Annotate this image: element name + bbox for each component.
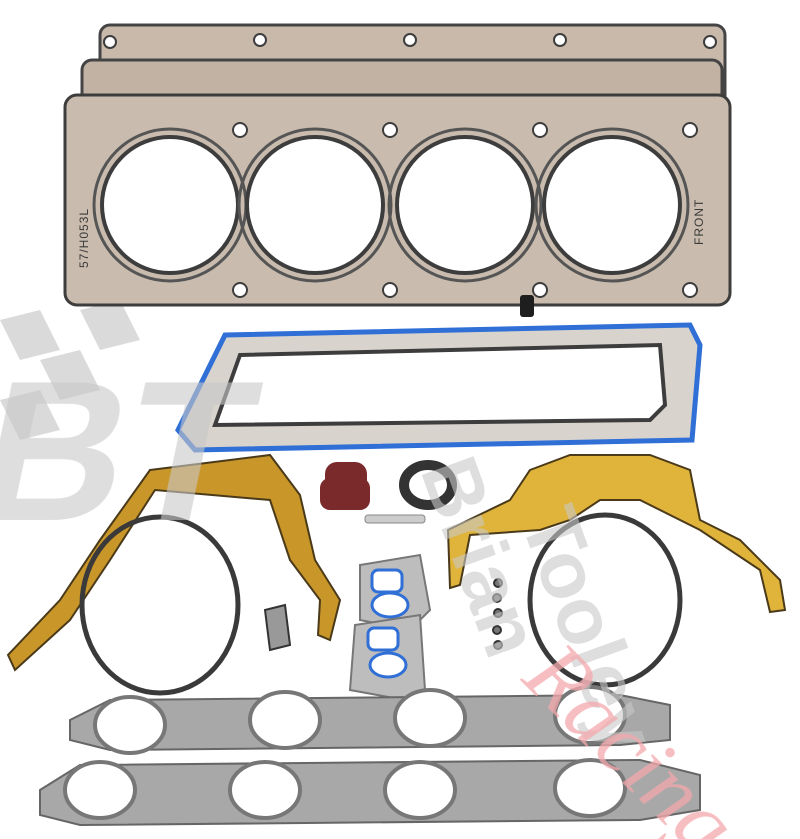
rear-cover-oring [527, 512, 683, 688]
small-flange-gasket [263, 603, 292, 652]
small-seal-rings [492, 578, 503, 650]
seals-group [320, 460, 457, 524]
exhaust-gasket-top [69, 685, 671, 755]
head-gasket-stack: 57/H053L FRONT [63, 23, 732, 317]
head-gasket-stamp-front: FRONT [692, 199, 706, 245]
head-gasket-stamp-left: 57/H053L [77, 208, 91, 268]
valley-cover-gasket [175, 322, 703, 453]
watermark-bt-letters: BT [0, 339, 275, 562]
rear-cover-gasket [446, 454, 787, 614]
timing-cover-gasket [6, 453, 342, 672]
timing-cover-oring [79, 514, 241, 696]
exhaust-gasket-bottom [39, 758, 701, 827]
watermark-checker-flag [0, 300, 140, 440]
water-pump-gaskets [348, 553, 432, 702]
